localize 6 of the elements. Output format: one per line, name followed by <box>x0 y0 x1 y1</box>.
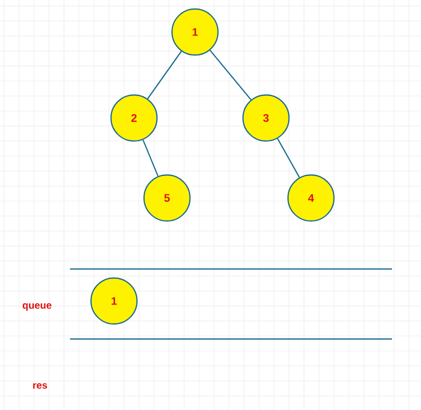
row-label: res <box>33 383 48 389</box>
row-label: queue <box>22 303 52 311</box>
tree-edge <box>147 50 182 100</box>
tree-edge <box>210 50 252 100</box>
tree-edge <box>277 138 300 178</box>
tree-edge <box>142 140 159 176</box>
